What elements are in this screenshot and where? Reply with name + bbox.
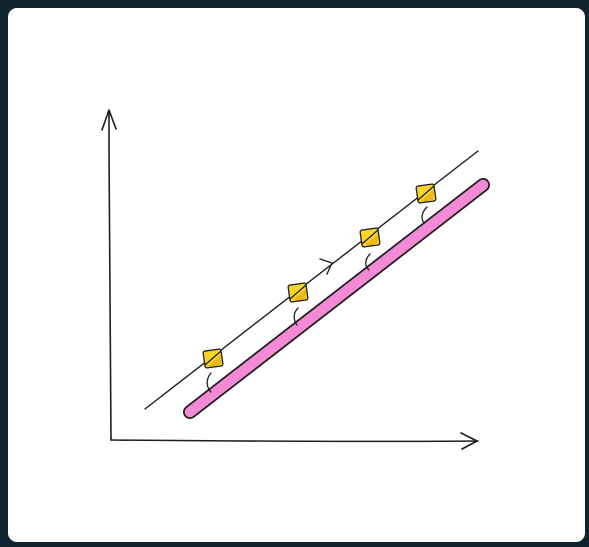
marker-connector (293, 307, 299, 326)
y-axis (101, 109, 117, 441)
marker-connector (365, 253, 371, 271)
marker-connector (206, 372, 212, 393)
marker-2 (287, 282, 309, 326)
motion-diagram (101, 109, 490, 450)
direction-arrow-icon (319, 258, 333, 275)
x-axis (110, 432, 479, 450)
marker-3 (359, 227, 381, 271)
x-axis-arrowhead-icon (460, 432, 478, 450)
canvas-card (8, 8, 585, 542)
y-axis-arrowhead-icon (101, 109, 117, 131)
marker-1 (202, 348, 224, 393)
marker-4 (415, 183, 437, 224)
inclined-bar (183, 178, 490, 419)
marker-connector (421, 206, 428, 224)
